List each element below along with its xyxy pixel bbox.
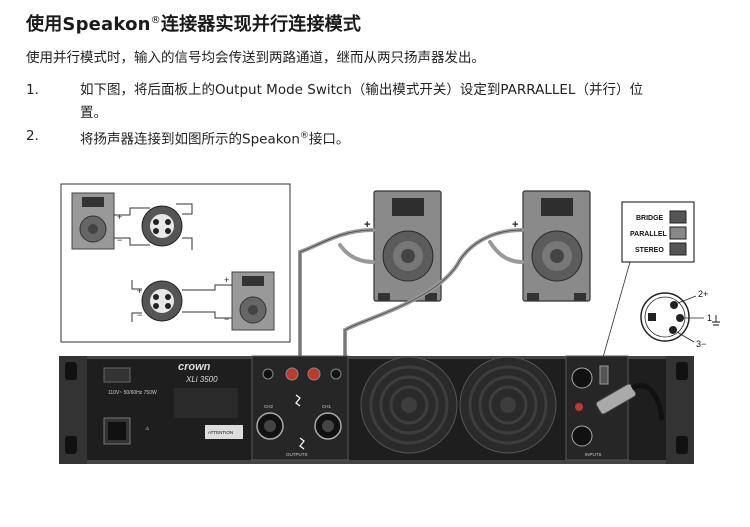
svg-text:CH1: CH1 bbox=[322, 404, 331, 409]
step-text: 如下图，将后面板上的Output Mode Switch（输出模式开关）设定到P… bbox=[80, 82, 643, 98]
cooling-fan-right bbox=[459, 356, 557, 454]
svg-text:−: − bbox=[137, 310, 142, 320]
xlr-input-plug bbox=[595, 383, 665, 421]
inset-speaker-top bbox=[71, 192, 115, 250]
inset-speaker-bottom bbox=[231, 271, 275, 331]
svg-text:−: − bbox=[117, 235, 122, 245]
speaker-right bbox=[522, 190, 591, 302]
cooling-fan-left bbox=[360, 356, 458, 454]
mode-switch-detail: BRIDGE PARALLEL STEREO bbox=[621, 201, 695, 263]
svg-text:INPUTS: INPUTS bbox=[585, 452, 602, 457]
pin-2-label: 2+ bbox=[698, 289, 708, 299]
step-1-continuation: 置。 bbox=[80, 105, 107, 121]
svg-text:⚠: ⚠ bbox=[145, 426, 150, 432]
svg-text:OUTPUTS: OUTPUTS bbox=[286, 452, 308, 457]
page-title: 使用Speakon®连接器实现并行连接模式 bbox=[26, 14, 362, 35]
amplifier-rear-panel: 110V~ 50/60Hz 750W ⚠ crown XLi 3500 ATTE… bbox=[59, 355, 694, 464]
mode-option-bridge: BRIDGE bbox=[636, 215, 664, 222]
step-text: 将扬声器连接到如图所示的Speakon®接口。 bbox=[80, 131, 350, 148]
step-number: 1. bbox=[26, 82, 39, 98]
pin-1-label: 1 bbox=[707, 313, 712, 323]
model-name: XLi 3500 bbox=[185, 375, 218, 384]
speaker-left bbox=[373, 190, 442, 302]
svg-text:+: + bbox=[224, 275, 229, 285]
intro-paragraph: 使用并行模式时，输入的信号均会传送到两路通道，继而从两只扬声器发出。 bbox=[26, 50, 485, 66]
cable-outlines bbox=[299, 229, 523, 428]
mode-option-stereo: STEREO bbox=[635, 247, 664, 254]
brand-logo: crown bbox=[178, 361, 211, 373]
svg-text:+: + bbox=[137, 286, 142, 296]
inset-connector-top bbox=[141, 205, 183, 247]
inset-polarity-labels: + − + − + − bbox=[117, 212, 229, 324]
svg-text:+: + bbox=[512, 219, 518, 231]
svg-text:−: − bbox=[224, 314, 229, 324]
svg-text:110V~ 50/60Hz 750W: 110V~ 50/60Hz 750W bbox=[108, 390, 157, 396]
pin-3-label: 3− bbox=[696, 339, 706, 349]
mode-option-parallel: PARALLEL bbox=[630, 231, 668, 238]
step-number: 2. bbox=[26, 128, 39, 144]
svg-text:ATTENTION: ATTENTION bbox=[208, 430, 233, 435]
inset-connector-bottom bbox=[141, 280, 183, 322]
svg-text:+: + bbox=[117, 212, 122, 222]
ground-icon bbox=[712, 315, 720, 326]
svg-text:+: + bbox=[364, 219, 370, 231]
xlr-pinout: 2+ 1 3− bbox=[640, 289, 720, 349]
svg-text:CH2: CH2 bbox=[264, 404, 273, 409]
